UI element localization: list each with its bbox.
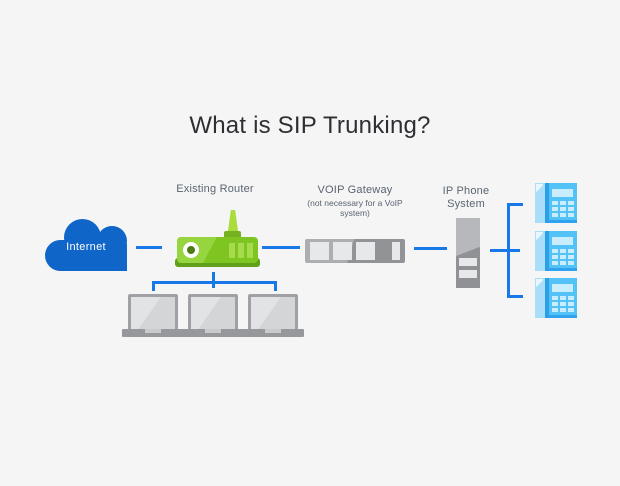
tower-slot <box>459 258 477 266</box>
laptops-bracket-left-drop <box>152 281 155 291</box>
phone-keypad <box>552 296 574 312</box>
gateway-port <box>356 242 375 260</box>
laptop-notch <box>205 329 221 333</box>
router-label: Existing Router <box>176 183 254 195</box>
phone-handset <box>535 231 545 271</box>
phone-keypad <box>552 249 574 265</box>
phones-bracket-vertical <box>507 203 510 298</box>
phone-stripe <box>545 183 549 223</box>
server-tower-icon <box>456 218 480 288</box>
laptop-icon <box>122 294 184 337</box>
phone-system-label: IP Phone System <box>442 185 490 210</box>
page-title: What is SIP Trunking? <box>189 112 431 139</box>
laptops-bracket-right-drop <box>274 281 277 291</box>
laptops-bracket-horizontal <box>152 281 277 284</box>
laptop-screen <box>128 294 178 329</box>
connector-router-gateway <box>262 246 300 249</box>
phones-bracket-top-stub <box>507 203 523 206</box>
desk-phone-icon <box>535 278 577 318</box>
phone-foot <box>549 220 577 223</box>
laptop-glass <box>191 297 235 329</box>
router-antenna-base <box>224 231 241 242</box>
gateway-port <box>310 242 329 260</box>
phone-display <box>552 189 573 197</box>
phones-bracket-bottom-stub <box>507 295 523 298</box>
phone-stripe <box>545 231 549 271</box>
laptop-base <box>122 329 184 337</box>
laptop-glass <box>131 297 175 329</box>
phone-stripe <box>545 278 549 318</box>
laptop-notch <box>145 329 161 333</box>
gateway-port <box>333 242 352 260</box>
laptop-base <box>182 329 244 337</box>
gateway-sublabel: (not necessary for a VoIP system) <box>307 198 403 218</box>
cloud-bump-large <box>64 219 101 256</box>
phone-display <box>552 237 573 245</box>
laptops-bracket-tick <box>212 272 215 288</box>
laptop-screen <box>188 294 238 329</box>
laptop-glass <box>251 297 295 329</box>
internet-label: Internet <box>66 241 106 253</box>
phone-foot <box>549 315 577 318</box>
connector-tower-phones <box>490 249 520 252</box>
desk-phone-icon <box>535 231 577 271</box>
router-led <box>183 242 199 258</box>
tower-slot <box>459 270 477 278</box>
laptop-icon <box>182 294 244 337</box>
router-icon <box>175 205 265 267</box>
gateway-label: VOIP Gateway <box>317 184 393 196</box>
gateway-icon <box>305 239 405 263</box>
cloud-bump-small <box>97 226 127 256</box>
laptop-notch <box>265 329 281 333</box>
connector-internet-router <box>136 246 162 249</box>
connector-gateway-tower <box>414 247 447 250</box>
phone-handset <box>535 183 545 223</box>
phone-display <box>552 284 573 292</box>
router-vents <box>229 243 253 258</box>
laptop-base <box>242 329 304 337</box>
desk-phone-icon <box>535 183 577 223</box>
gateway-port-small <box>392 242 400 260</box>
laptop-screen <box>248 294 298 329</box>
phone-foot <box>549 268 577 271</box>
laptop-icon <box>242 294 304 337</box>
phone-keypad <box>552 201 574 217</box>
phone-handset <box>535 278 545 318</box>
